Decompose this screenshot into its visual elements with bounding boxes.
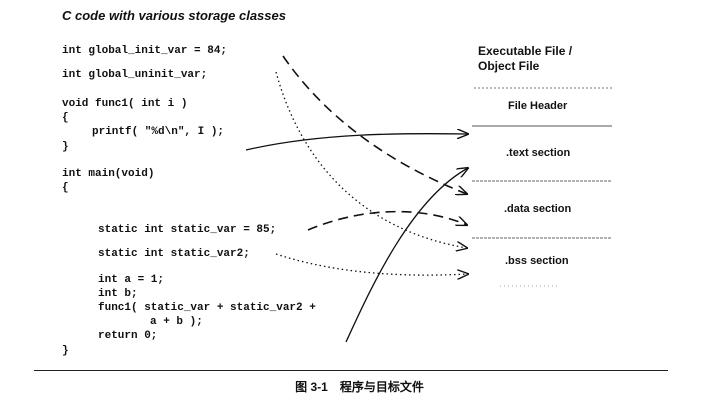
code-func1-close: } xyxy=(62,141,69,153)
code-func1-call-1: func1( static_var + static_var2 + xyxy=(98,302,316,314)
code-func1-open: { xyxy=(62,112,69,124)
code-global-uninit: int global_uninit_var; xyxy=(62,69,208,81)
section-data: .data section xyxy=(504,203,572,215)
code-return: return 0; xyxy=(98,330,158,342)
code-main-decl: int main(void) xyxy=(62,168,155,180)
section-text: .text section xyxy=(506,147,571,159)
code-int-b: int b; xyxy=(98,288,138,300)
code-func1-printf: printf( "%d\n", I ); xyxy=(92,126,225,138)
figure-caption: 图 3-1 程序与目标文件 xyxy=(295,380,424,394)
code-main-open: { xyxy=(62,182,69,194)
caption-divider xyxy=(34,370,668,371)
arrow-global-init-to-data xyxy=(282,55,467,194)
code-int-a: int a = 1; xyxy=(98,274,165,286)
executable-title-line2: Object File xyxy=(478,59,540,73)
code-global-init: int global_init_var = 84; xyxy=(62,45,228,57)
executable-file-title: Executable File / Object File xyxy=(478,44,572,74)
code-func1-call-2: a + b ); xyxy=(150,316,203,328)
section-file-header: File Header xyxy=(508,100,568,112)
arrow-static-var2-to-bss xyxy=(275,253,468,275)
code-main-close: } xyxy=(62,345,69,357)
diagram-title: C code with various storage classes xyxy=(62,8,286,23)
code-static-var: static int static_var = 85; xyxy=(98,224,277,236)
code-func1-decl: void func1( int i ) xyxy=(62,98,188,110)
arrow-main-to-text xyxy=(345,168,468,343)
section-bss: .bss section xyxy=(505,255,569,267)
arrow-static-var-to-data xyxy=(307,210,467,231)
arrow-func1-to-text xyxy=(245,134,468,151)
code-static-var2: static int static_var2; xyxy=(98,248,250,260)
arrow-global-uninit-to-bss xyxy=(275,71,467,248)
executable-title-line1: Executable File / xyxy=(478,44,573,58)
